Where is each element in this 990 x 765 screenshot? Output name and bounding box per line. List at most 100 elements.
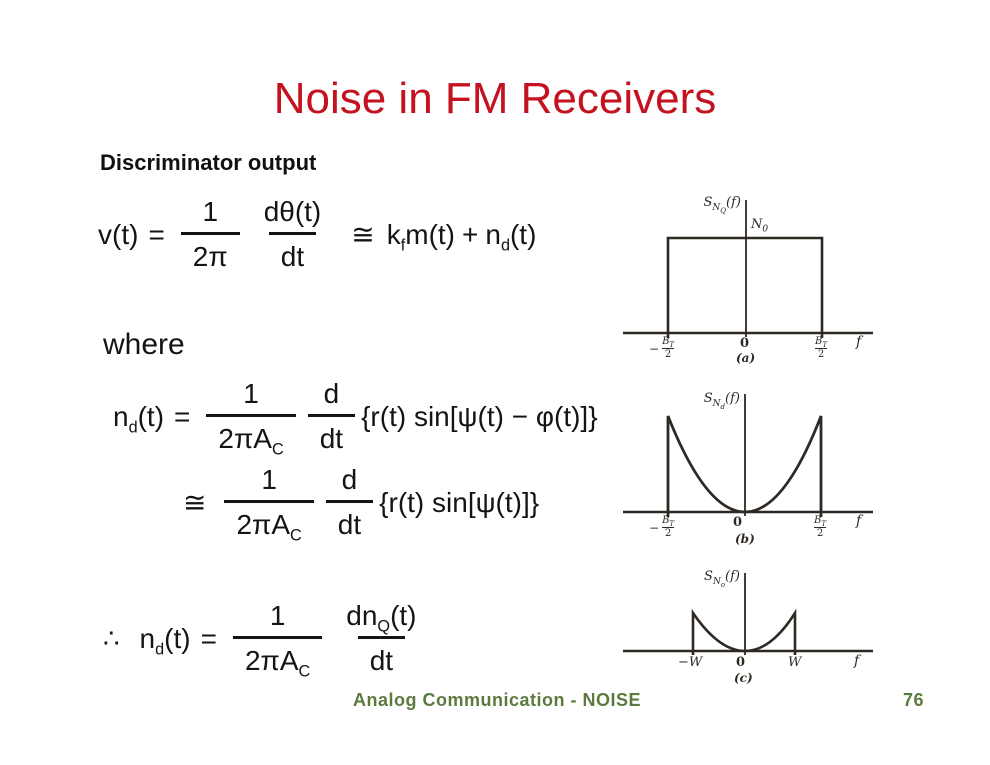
subscript-t: T (821, 520, 827, 528)
math-text: n (113, 400, 129, 432)
math-text: 2πA (244, 645, 299, 676)
fraction-denominator: 2πAC (232, 636, 323, 680)
math-text: B (814, 515, 822, 526)
math-rhs: {r(t) sin[ψ(t) − φ(t)]} (361, 400, 598, 432)
plot-caption-b: (b) (735, 532, 755, 546)
tick-denominator: 2 (814, 348, 828, 360)
equals-sign: = (174, 400, 191, 432)
psd-plot-a-canvas (623, 200, 873, 338)
psd-plot-c: SNo(f) −W 0 W f (c) (616, 560, 880, 692)
fraction-numerator: 1 (261, 464, 277, 495)
subscript-o: o (720, 580, 726, 589)
equation-nd-definition: nd(t) = 1 2πAC d dt {r(t) sin[ψ(t) − φ(t… (113, 378, 598, 458)
tick-zero: 0 (733, 515, 743, 530)
math-text: B (662, 515, 670, 526)
fraction-dtheta-dt: dθ(t) dt (252, 198, 334, 271)
y-axis-label: SNo(f) (704, 569, 740, 588)
subscript-q: Q (720, 206, 727, 215)
subscript-d: d (128, 418, 138, 437)
subscript-t: T (822, 341, 828, 349)
equation-nd-final: ∴ nd(t) = 1 2πAC dnQ(t) dt (103, 602, 435, 680)
fraction-denominator: dt (307, 414, 356, 453)
subscript-c: C (271, 440, 284, 459)
approx-equal-sign: ≅ (351, 219, 375, 250)
psd-plot-b: SNd(f) − BT 2 0 BT 2 f (b) (616, 386, 880, 548)
math-text: N (712, 202, 721, 213)
subscript-t: T (669, 520, 675, 528)
fraction-numerator: d (323, 378, 340, 409)
math-text: (f) (725, 391, 740, 406)
parabolic-psd-curve (666, 415, 823, 517)
psd-plot-c-canvas (623, 573, 873, 655)
math-text: 2πA (218, 423, 272, 454)
fraction-one-over-2piAc: 1 2πAC (232, 602, 323, 680)
tick-minus-w: −W (678, 655, 703, 670)
math-text: B (815, 336, 823, 347)
fraction-d-dt: d dt (307, 378, 356, 453)
parabolic-psd-curve (691, 608, 797, 655)
tick-denominator: 2 (813, 527, 827, 539)
tick-fraction: BT 2 (660, 337, 676, 360)
x-axis-label-f: f (856, 334, 862, 350)
subscript-n: Nd (712, 398, 726, 411)
subscript-d: d (720, 402, 726, 411)
math-lhs: nd(t) (113, 400, 164, 437)
math-text: N (751, 217, 763, 232)
equals-sign: = (148, 218, 165, 250)
subscript-d: d (500, 236, 510, 255)
subtitle-discriminator-output: Discriminator output (100, 150, 317, 175)
math-lhs: v(t) (98, 218, 139, 250)
subscript-d: d (155, 640, 165, 659)
tick-numerator: BT (660, 515, 676, 528)
math-lhs: nd(t) (139, 622, 191, 659)
math-text: n (139, 622, 156, 654)
fraction-numerator: dnQ(t) (334, 602, 428, 636)
equation-nd-approximation: ≅ 1 2πAC d dt {r(t) sin[ψ(t)]} (183, 464, 539, 544)
tick-numerator: BT (660, 337, 676, 349)
math-text: (f) (726, 195, 741, 210)
flat-psd-curve (666, 236, 824, 338)
tick-fraction: BT 2 (812, 516, 828, 539)
math-text: n (485, 218, 501, 250)
plot-caption-a: (a) (736, 351, 756, 365)
fraction-one-over-2piAc: 1 2πAC (224, 464, 314, 544)
footer-course-label: Analog Communication - NOISE (353, 690, 642, 710)
fraction-denominator: 2πAC (224, 500, 314, 544)
equation-discriminator-output: v(t) = 1 2π dθ(t) dt ≅ kfm(t)+nd(t) (98, 198, 536, 271)
math-text: (t) (164, 622, 191, 654)
tick-plus-bt-2: BT 2 (812, 516, 828, 539)
tick-zero: 0 (740, 336, 750, 351)
fraction-denominator: 2π (180, 232, 240, 271)
math-text: S (703, 391, 713, 406)
fraction-numerator: 1 (202, 196, 219, 227)
x-axis-label-f: f (856, 513, 862, 529)
tick-denominator: 2 (661, 348, 675, 360)
subscript-c: C (298, 662, 311, 681)
subscript-n: NQ (712, 202, 727, 215)
tick-numerator: BT (813, 336, 829, 349)
math-text: N (712, 398, 721, 409)
subscript-q: Q (377, 617, 391, 636)
minus-sign: − (649, 341, 660, 356)
therefore-sign: ∴ (103, 623, 120, 653)
subscript-0: 0 (762, 224, 769, 235)
y-axis-label: SNQ(f) (704, 195, 742, 215)
y-axis-label: SNd(f) (703, 391, 740, 411)
subscript-c: C (290, 526, 302, 545)
tick-plus-w: W (788, 655, 802, 670)
approx-equal-sign: ≅ (183, 487, 207, 518)
math-text: (t) (390, 600, 417, 631)
fraction-dnq-dt: dnQ(t) dt (334, 602, 428, 675)
slide-title: Noise in FM Receivers (273, 74, 717, 123)
math-text: 2πA (236, 509, 291, 540)
fraction-denominator: dt (268, 232, 317, 271)
math-text: dn (346, 600, 378, 631)
math-text: S (704, 569, 713, 584)
footer-page-number: 76 (903, 690, 925, 710)
fraction-d-dt: d dt (325, 466, 374, 539)
psd-plot-b-canvas (623, 394, 873, 517)
fraction-numerator: 1 (243, 378, 259, 409)
fraction-denominator: dt (325, 500, 374, 539)
plus-sign: + (462, 218, 479, 250)
